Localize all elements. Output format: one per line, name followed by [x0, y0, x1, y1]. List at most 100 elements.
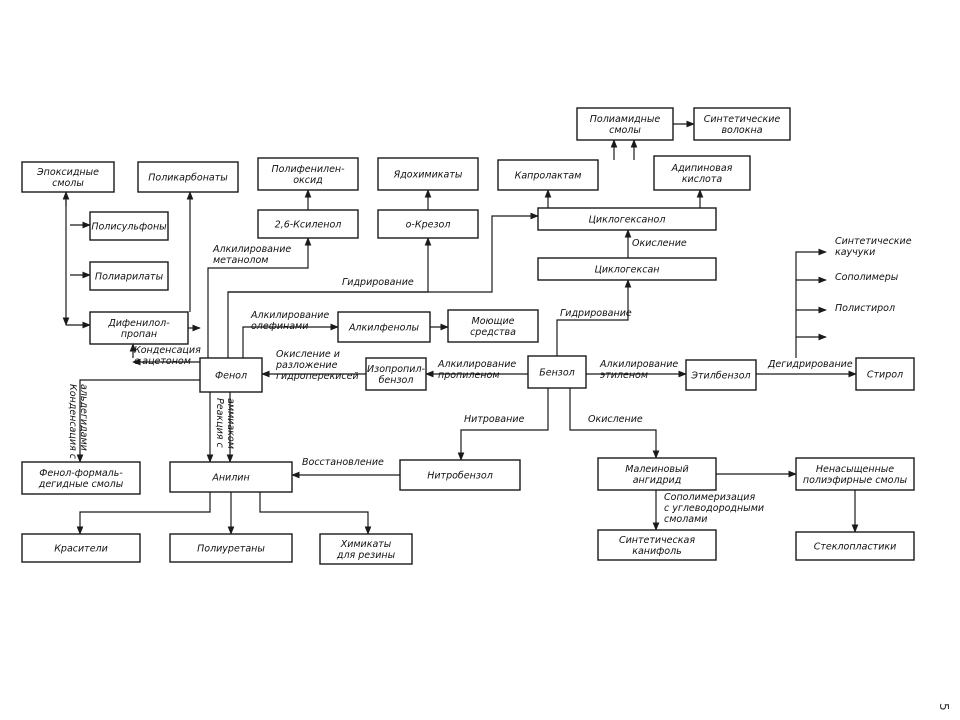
product-label-copolymers: Сополимеры: [835, 272, 899, 283]
box-benzene: Бензол: [527, 355, 587, 389]
box-frame: [693, 107, 791, 141]
box-frame: [855, 357, 915, 391]
box-phenol-formaldehyde: Фенол-формаль-дегидные смолы: [21, 461, 141, 495]
connector-arrow: [457, 388, 549, 461]
box-frame: [597, 457, 717, 491]
box-frame: [365, 357, 427, 391]
reaction-label-condensation-aldehydes: альдегидами: [78, 384, 89, 451]
box-frame: [597, 529, 717, 561]
box-frame: [685, 359, 757, 391]
box-frame: [89, 211, 169, 241]
reaction-label-copolymerization: смолами: [664, 514, 707, 525]
box-phenol: Фенол: [199, 357, 263, 393]
reaction-label-hydrogenation-benzene: Гидрирование: [560, 308, 632, 319]
reaction-label-oxidation-decomposition: гидроперекисей: [276, 371, 359, 382]
box-polysulfones: Полисульфоны: [89, 211, 169, 241]
product-label-synthetic-rubbers: Синтетические: [835, 236, 912, 247]
box-label: Эпоксидные: [36, 167, 99, 178]
reaction-label-alkylation-propylene: Алкилирование: [437, 359, 516, 370]
page-number: 5: [937, 703, 951, 711]
box-label: 2,6-Ксиленол: [275, 220, 342, 231]
box-xylenol: 2,6-Ксиленол: [257, 209, 359, 239]
connector-arrow: [76, 379, 200, 463]
reaction-label-condensation-aldehydes: Конденсация с: [67, 384, 78, 460]
box-pesticides: Ядохимикаты: [377, 157, 479, 191]
box-frame: [21, 533, 141, 563]
box-label: Красители: [54, 544, 108, 555]
box-label: Нитробензол: [427, 471, 493, 482]
box-frame: [21, 461, 141, 495]
connector-arrow: [228, 212, 539, 293]
reaction-label-copolymerization: с углеводородными: [664, 503, 764, 514]
reaction-label-alkylation-methanol: Алкилирование: [212, 244, 291, 255]
box-label: пропан: [121, 329, 157, 340]
connector-arrow: [795, 333, 827, 358]
box-label: Стеклопластики: [814, 542, 897, 553]
box-label: Малеиновый: [625, 464, 688, 475]
box-label: Стирол: [867, 370, 903, 381]
box-frame: [447, 309, 539, 343]
reaction-label-condensation-acetone: с ацетоном: [134, 356, 191, 367]
box-frame: [399, 459, 521, 491]
box-cresol: о-Крезол: [377, 209, 479, 239]
box-label: Изопропил-: [367, 364, 425, 375]
box-frame: [653, 155, 751, 191]
box-label: Полиамидные: [590, 114, 661, 125]
box-label: Полиарилаты: [95, 272, 164, 283]
box-frame: [257, 157, 359, 191]
reaction-label-nitration: Нитрование: [464, 414, 524, 425]
box-nitrobenzene: Нитробензол: [399, 459, 521, 491]
box-frame: [497, 159, 599, 191]
box-frame: [89, 311, 189, 345]
box-label: смолы: [52, 178, 84, 189]
box-label: для резины: [336, 550, 396, 561]
box-label: канифоль: [632, 546, 682, 557]
reaction-label-alkylation-olefins: олефинами: [251, 321, 308, 332]
box-label: Циклогексанол: [589, 215, 666, 226]
product-label-polystyrene: Полистирол: [835, 303, 895, 314]
box-frame: [377, 157, 479, 191]
reaction-label-reduction: Восстановление: [302, 457, 384, 468]
product-label-synthetic-rubbers: каучуки: [835, 247, 875, 258]
box-frame: [21, 161, 115, 193]
box-label: Ядохимикаты: [393, 170, 463, 181]
reaction-label-copolymerization: Сополимеризация: [664, 492, 755, 503]
reaction-label-dehydrogenation: Дегидрирование: [767, 359, 853, 370]
box-frame: [527, 355, 587, 389]
connector-arrow: [242, 323, 339, 358]
reaction-label-alkylation-olefins: Алкилирование: [250, 310, 329, 321]
box-label: Дифенилол-: [107, 318, 170, 329]
box-label: Моющие: [472, 316, 515, 327]
connector-arrow: [207, 237, 312, 358]
reaction-label-reaction-ammonia: аммиаком: [225, 398, 236, 449]
reaction-label-hydrogenation-phenol: Гидрирование: [342, 277, 414, 288]
box-label: Фенол: [215, 371, 247, 382]
box-frame: [537, 257, 717, 281]
reaction-label-reaction-ammonia: Реакция с: [214, 398, 225, 449]
box-polyarylates: Полиарилаты: [89, 261, 169, 291]
box-label: полиэфирные смолы: [803, 475, 908, 486]
box-label: Анилин: [211, 473, 249, 484]
box-label: Полифенилен-: [271, 164, 345, 175]
box-ethylbenzene: Этилбензол: [685, 359, 757, 391]
box-label: Этилбензол: [690, 371, 750, 382]
box-label: бензол: [379, 375, 414, 386]
box-frame: [537, 207, 717, 231]
box-label: волокна: [721, 125, 762, 136]
box-polyurethanes: Полиуретаны: [169, 533, 293, 563]
box-frame: [319, 533, 413, 565]
box-diphenylolpropane: Дифенилол-пропан: [89, 311, 189, 345]
reaction-label-oxidation-decomposition: разложение: [275, 360, 338, 371]
box-polyphenylene-oxide: Полифенилен-оксид: [257, 157, 359, 191]
box-label: Синтетическая: [619, 535, 695, 546]
box-label: Химикаты: [340, 539, 392, 550]
box-cumene: Изопропил-бензол: [365, 357, 427, 391]
box-alkylphenols: Алкилфенолы: [337, 311, 431, 343]
reaction-label-alkylation-ethylene: Алкилирование: [599, 359, 678, 370]
